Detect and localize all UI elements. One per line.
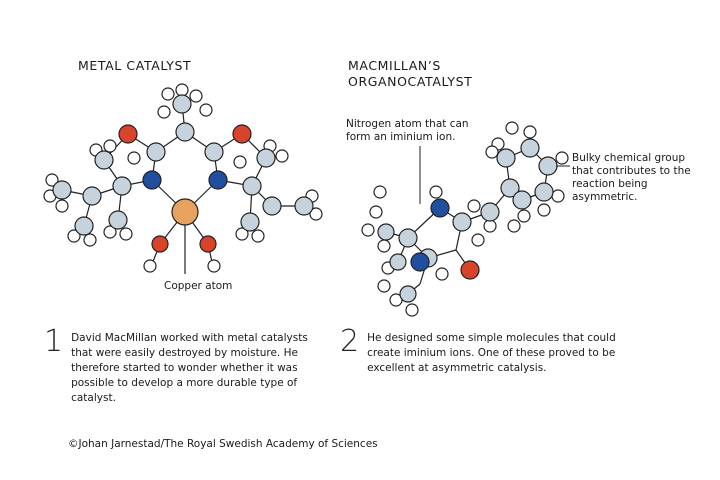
step-2-number: 2 bbox=[340, 324, 360, 359]
copper-annotation: Copper atom bbox=[164, 280, 233, 292]
step-1-number: 1 bbox=[44, 324, 64, 359]
step-1-text: David MacMillan worked with metal cataly… bbox=[71, 332, 308, 404]
step-1: 1 David MacMillan worked with metal cata… bbox=[44, 327, 314, 406]
step-2-text: He designed some simple molecules that c… bbox=[367, 332, 616, 374]
organocatalyst-molecule bbox=[361, 121, 569, 317]
image-credit: ©Johan Jarnestad/The Royal Swedish Acade… bbox=[68, 438, 378, 450]
copper-atom bbox=[171, 198, 199, 226]
step-2: 2 He designed some simple molecules that… bbox=[340, 327, 640, 376]
metal-catalyst-title: METAL CATALYST bbox=[78, 58, 192, 73]
metal-catalyst-molecule bbox=[43, 83, 323, 274]
organocatalyst-title: MACMILLAN’S ORGANOCATALYST bbox=[348, 58, 473, 89]
iminium-nitrogen-atom bbox=[430, 198, 450, 218]
nitrogen-annotation: Nitrogen atom that can form an iminium i… bbox=[346, 118, 469, 143]
bulky-group-annotation: Bulky chemical group that contributes to… bbox=[572, 152, 691, 203]
